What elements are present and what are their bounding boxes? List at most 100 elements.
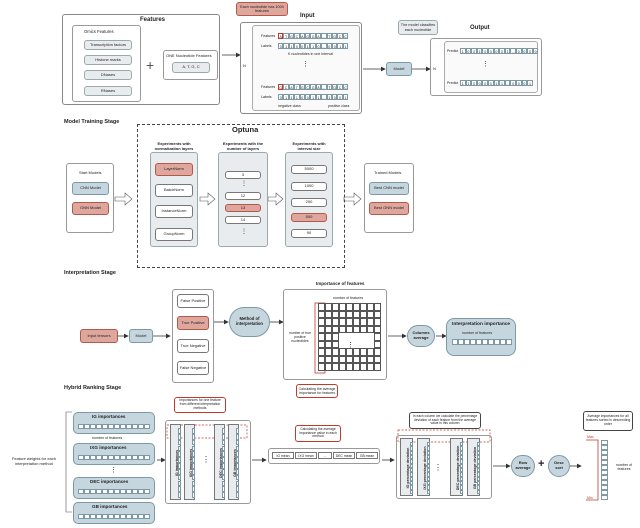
importance-cell [332,363,339,371]
input-cell: A [288,84,295,90]
final-cell [601,490,608,495]
interp-cell [458,339,464,345]
importance-stack-col-cell [222,492,226,498]
percent-dev-col-cell [460,459,464,464]
importance-cell [332,318,339,326]
percent-dev-col-cell [477,463,481,468]
final-cell [601,465,608,470]
importance-title: Importance of features [316,281,365,286]
percent-dev-col-cell [460,463,464,468]
importance-stack-col-cell [178,433,182,440]
mean-cell: IXG mean [295,452,317,459]
importance-cell [374,325,381,333]
importance-stack-col-cell [236,433,240,440]
input-cell: C [337,84,343,90]
importance-stack-col: GB importances [228,424,240,500]
final-cell [601,485,608,490]
hybrid-cell [96,489,102,494]
optuna-title: Optuna [232,125,259,134]
percent-dev-col-label: IG percentage deviation [405,447,410,489]
input-cell: A [315,33,322,39]
hybrid-cell [114,455,120,460]
importance-cell [346,310,353,318]
hybrid-cell [138,455,144,460]
importance-cell [318,348,325,356]
percent-dev-col-cell [460,468,464,473]
importance-stack-col-cell [236,474,240,481]
hybrid-cell [102,489,108,494]
input-cell: C [342,84,349,90]
percent-dev-col-label: IXG percentage deviation [422,446,427,490]
onehot-box [163,50,218,80]
hybrid-cell [108,424,114,429]
importance-stack-col-cell [192,463,196,469]
input-cell: C [342,33,349,39]
outcome-false-positive: False Positive [177,294,209,308]
importance-cell [353,348,360,356]
percent-dev-col-cell [460,472,464,477]
input-panel [240,22,362,114]
input-cell: A [278,33,284,39]
input-cell: 1 [342,43,349,49]
importance-cell [318,363,325,371]
hybrid-cell [114,514,120,519]
output-cell: 0 [493,48,500,54]
hybrid-cell [108,455,114,460]
importance-cell [325,355,332,363]
percent-dev-col-cell [427,468,431,473]
input-row-label-3: Features [261,85,276,89]
percent-dev-col-cell [410,459,414,464]
percent-dev-col-cell [460,442,464,447]
importance-stack-col-cell [222,486,226,493]
hybrid-cell [132,489,138,494]
hybrid-methods-dots: ⋮ [110,467,117,474]
norm-col-title: Experiments with normalization layers [154,141,194,151]
output-cell: 0 [516,80,522,86]
final-cell [601,455,608,460]
percent-dev-col-cell [477,446,481,451]
importance-stack-col-cell [178,463,182,469]
start-models-title: Start Models [79,170,102,175]
input-cell: 0 [299,94,305,100]
importance-dots: ⋮ [347,342,354,349]
feature-weights-label: Feature weights for each interpretation … [11,456,57,466]
importance-cell [318,333,325,341]
importance-stack-col-cell [236,492,240,498]
input-tensors-box: Input tensors [80,329,118,343]
hybrid-cell [102,424,108,429]
importance-cell [374,348,381,356]
input-cell: G [299,84,305,90]
input-cell: 1 [288,43,295,49]
final-cell [601,460,608,465]
output-cell: 1 [493,80,500,86]
hybrid-cell [132,514,138,519]
input-cell: T [326,84,332,90]
input-cell: 0 [278,94,284,100]
output-cell: 1 [527,80,533,86]
importance-stack-col-cell [222,480,226,487]
hybrid-cell [84,455,90,460]
importance-num-features: number of features [333,296,364,300]
output-panel [430,38,542,96]
importance-cell [360,355,367,363]
input-row-label-1: Features [261,34,276,38]
input-cell: A [299,33,305,39]
percent-dev-note: In each column we calculate the percenta… [409,412,481,429]
input-cell: ... [321,94,327,100]
importance-cell [339,310,346,318]
importance-cell [332,325,339,333]
input-cell: T [283,33,289,39]
percent-dev-col-cell [427,463,431,468]
importance-stack-col-cell [192,445,196,452]
importance-cell [325,318,332,326]
output-cell: 0 [482,80,488,86]
importance-cell [374,340,381,348]
importance-cell [374,318,381,326]
importance-cell [318,303,325,311]
importance-stack-col-cell [178,439,182,446]
plus-op: + [538,458,545,470]
importance-cell [318,310,325,318]
layers-13: 13 [225,204,261,212]
final-cell [601,450,608,455]
percent-dev-col-cell [460,455,464,460]
